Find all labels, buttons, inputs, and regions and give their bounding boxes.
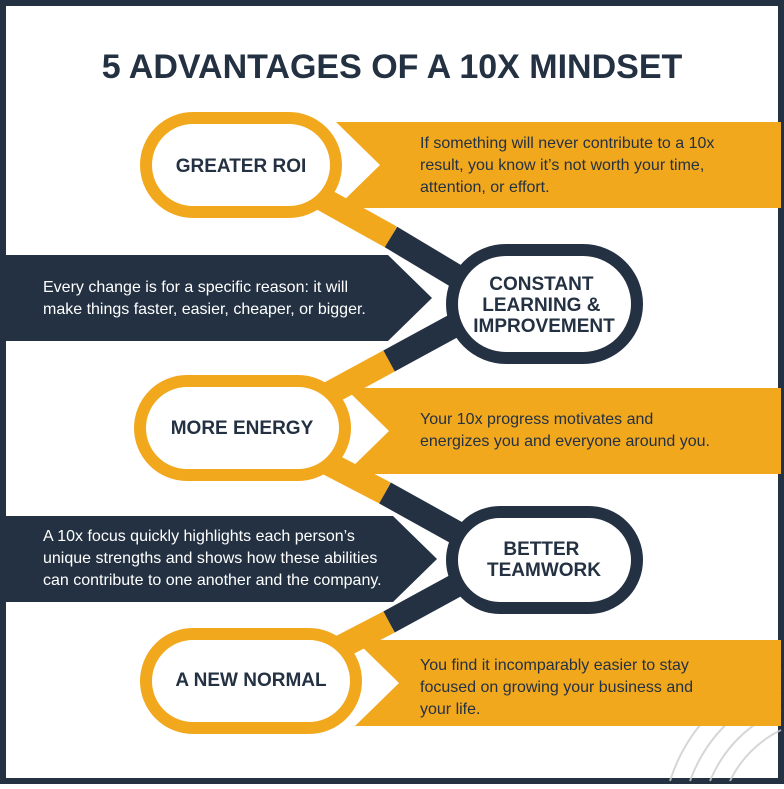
pill-2 [446, 244, 643, 364]
pill-5 [140, 628, 362, 734]
banner-1 [336, 122, 781, 208]
item-labels: GREATER ROI CONSTANT LEARNING & IMPROVEM… [171, 156, 615, 691]
pill-1 [140, 112, 342, 218]
banner-2 [3, 255, 432, 341]
item-2-description: Every change is for a specific reason: i… [43, 279, 366, 318]
item-2-label: CONSTANT LEARNING & IMPROVEMENT [473, 274, 615, 337]
item-1-label: GREATER ROI [176, 156, 307, 177]
item-1-description: If something will never contribute to a … [420, 135, 719, 196]
banner-3 [345, 388, 781, 474]
page-title: 5 ADVANTAGES OF A 10X MINDSET [102, 48, 683, 86]
pill-3 [134, 375, 351, 481]
banner-5 [355, 640, 781, 726]
item-5-description: You find it incomparably easier to stay … [420, 657, 698, 718]
item-5-label: A NEW NORMAL [175, 670, 327, 691]
item-4-description: A 10x focus quickly highlights each pers… [43, 528, 382, 589]
connector-1-navy [384, 226, 473, 293]
banner-4 [3, 516, 437, 602]
item-4-label: BETTER TEAMWORK [487, 539, 601, 581]
description-banners [3, 122, 781, 726]
item-pills [134, 112, 643, 734]
item-3-label: MORE ENERGY [171, 418, 314, 439]
pill-4 [446, 506, 643, 614]
connector-3-navy [379, 482, 472, 549]
item-descriptions: If something will never contribute to a … [43, 135, 719, 718]
item-3-description: Your 10x progress motivates and energize… [420, 411, 710, 450]
